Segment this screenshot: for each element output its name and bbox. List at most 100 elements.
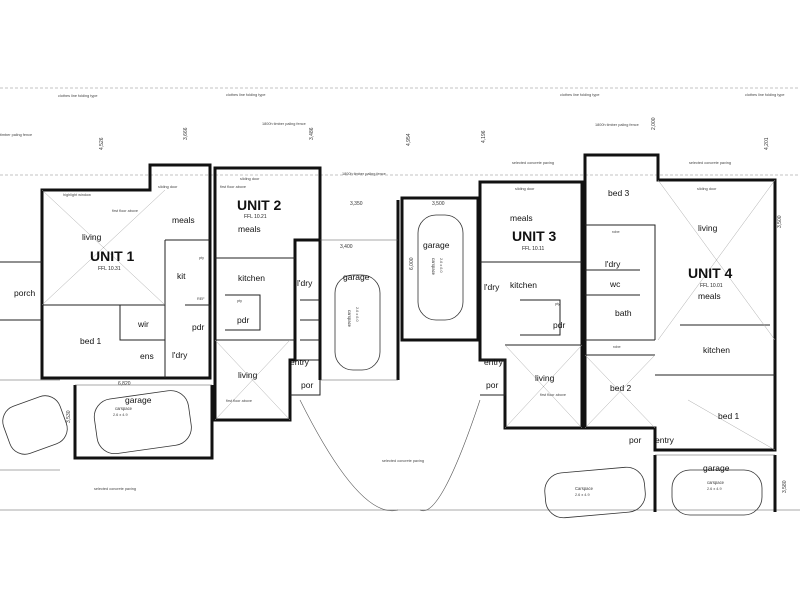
dim-3580: 3,580 xyxy=(782,480,788,493)
u3-entry-label: entry xyxy=(484,357,504,367)
u1-garage-label: garage xyxy=(125,395,152,405)
note-paving-bottom-mid: selected concrete paving xyxy=(382,459,424,463)
driveway-curves xyxy=(299,399,481,512)
u2-kitchen-label: kitchen xyxy=(238,273,265,283)
dim-3500: 3,500 xyxy=(432,201,445,207)
dim-3400: 3,400 xyxy=(340,244,353,250)
dim-4526: 4,526 xyxy=(99,137,105,150)
unit-4 xyxy=(544,153,777,519)
note-pty-3: pty xyxy=(555,302,560,306)
u2-ldry-label: l'dry xyxy=(297,278,313,288)
u1-carspace-size: 2.6 x 4.9 xyxy=(113,413,128,417)
u3-por-label: por xyxy=(486,380,498,390)
property-lines xyxy=(0,87,800,511)
note-sliding-door-2: sliding door xyxy=(240,177,260,181)
note-clothes-line-4: clothes line folding type xyxy=(745,93,784,97)
dim-4954: 4,954 xyxy=(406,133,412,146)
u2-pdr-label: pdr xyxy=(237,315,249,325)
dim-3500-right: 3,500 xyxy=(777,215,783,228)
unit-3-title: UNIT 3 xyxy=(512,228,557,244)
u4-bed3-label: bed 3 xyxy=(608,188,630,198)
u4-meals-label: meals xyxy=(698,291,721,301)
unit-3 xyxy=(400,180,584,430)
u3-living-label: living xyxy=(535,373,555,383)
dim-6820: 6,820 xyxy=(118,381,131,387)
dim-2000: 2,000 xyxy=(651,117,657,130)
note-timber-fence-2: 1800h timber paling fence xyxy=(342,172,386,176)
u4-por-label: por xyxy=(629,435,641,445)
note-clothes-line-1: clothes line folding type xyxy=(58,94,97,98)
note-first-floor-above-1: first floor above xyxy=(112,209,138,213)
u1-meals-label: meals xyxy=(172,215,195,225)
u2-carspace-label: carspace xyxy=(347,310,352,328)
note-first-floor-above-2: first floor above xyxy=(220,185,246,189)
u1-bed1-label: bed 1 xyxy=(80,336,102,346)
u2-carspace-size: 2.6 x 6.0 xyxy=(355,307,359,322)
u3-garage-label: garage xyxy=(423,240,450,250)
unit-1-ffl: FFL 10.31 xyxy=(98,266,121,272)
unit-2 xyxy=(213,166,400,422)
note-timber-fence-left: timber paling fence xyxy=(0,133,32,137)
dim-3666: 3,666 xyxy=(183,127,189,140)
u4-wc-label: wc xyxy=(609,279,621,289)
u4-carspace2-label: carspace xyxy=(707,480,725,485)
note-pty-1: pty xyxy=(199,256,204,260)
unit-4-title: UNIT 4 xyxy=(688,265,733,281)
u4-carspace-size: 2.6 x 4.9 xyxy=(575,493,590,497)
dim-3530: 3,530 xyxy=(66,410,72,423)
note-pty-2: pty xyxy=(237,299,242,303)
u2-entry-label: entry xyxy=(290,357,310,367)
dim-4196: 4,196 xyxy=(481,130,487,143)
u1-wir-label: wir xyxy=(137,319,149,329)
u1-pdr-label: pdr xyxy=(192,322,204,332)
note-clothes-line-2: clothes line folding type xyxy=(226,93,265,97)
u4-entry-label: entry xyxy=(655,435,675,445)
u3-carspace-label: carspace xyxy=(431,258,436,276)
dim-3350: 3,350 xyxy=(350,201,363,207)
u4-living-label: living xyxy=(698,223,718,233)
u2-living-label: living xyxy=(238,370,258,380)
u3-ldry-label: l'dry xyxy=(484,282,500,292)
u4-ldry-label: l'dry xyxy=(605,259,621,269)
note-robe-1: robe xyxy=(612,230,620,234)
unit-4-ffl: FFL 10.01 xyxy=(700,283,723,289)
u2-por-label: por xyxy=(301,380,313,390)
note-sliding-door-3: sliding door xyxy=(515,187,535,191)
u4-bed2-label: bed 2 xyxy=(610,383,632,393)
u3-meals-label: meals xyxy=(510,213,533,223)
note-clothes-line-3: clothes line folding type xyxy=(560,93,599,97)
note-robe-2: robe xyxy=(613,345,621,349)
note-paving-bottom-left: selected concrete paving xyxy=(94,487,136,491)
u4-carspace-label: Carspace xyxy=(575,486,594,491)
unit-1 xyxy=(0,163,214,460)
u4-bath-label: bath xyxy=(615,308,632,318)
u4-carspace2-size: 2.6 x 4.9 xyxy=(707,487,722,491)
u1-ens-label: ens xyxy=(140,351,154,361)
note-ref: REF xyxy=(197,297,205,301)
u3-kitchen-label: kitchen xyxy=(510,280,537,290)
unit-3-ffl: FFL 10.11 xyxy=(522,246,544,252)
u3-pdr-label: pdr xyxy=(553,320,565,330)
note-timber-fence-3: 1800h timber paling fence xyxy=(595,123,639,127)
u4-bed1-label: bed 1 xyxy=(718,411,740,421)
dim-6000: 6,000 xyxy=(409,257,415,270)
u2-meals-label: meals xyxy=(238,224,261,234)
dim-3486: 3,486 xyxy=(309,127,315,140)
note-timber-fence-1: 1800h timber paling fence xyxy=(262,122,306,126)
note-first-floor-above-3: first floor above xyxy=(226,399,252,403)
u3-carspace-size: 2.6 x 6.0 xyxy=(439,258,443,273)
u1-kit-label: kit xyxy=(177,271,186,281)
note-sliding-door-4: sliding door xyxy=(697,187,717,191)
u4-kitchen-label: kitchen xyxy=(703,345,730,355)
unit-2-title: UNIT 2 xyxy=(237,197,282,213)
u2-garage-label: garage xyxy=(343,272,370,282)
u1-carspace-label: carspace xyxy=(115,406,133,411)
u1-living-label: living xyxy=(82,232,102,242)
note-highlight-window-1: highlight window xyxy=(63,193,91,197)
note-paving-top-right: selected concrete paving xyxy=(689,161,731,165)
u1-ldry-label: l'dry xyxy=(172,350,188,360)
u1-porch-label: porch xyxy=(14,288,36,298)
note-first-floor-above-4: first floor above xyxy=(540,393,566,397)
note-paving-top: selected concrete paving xyxy=(512,161,554,165)
